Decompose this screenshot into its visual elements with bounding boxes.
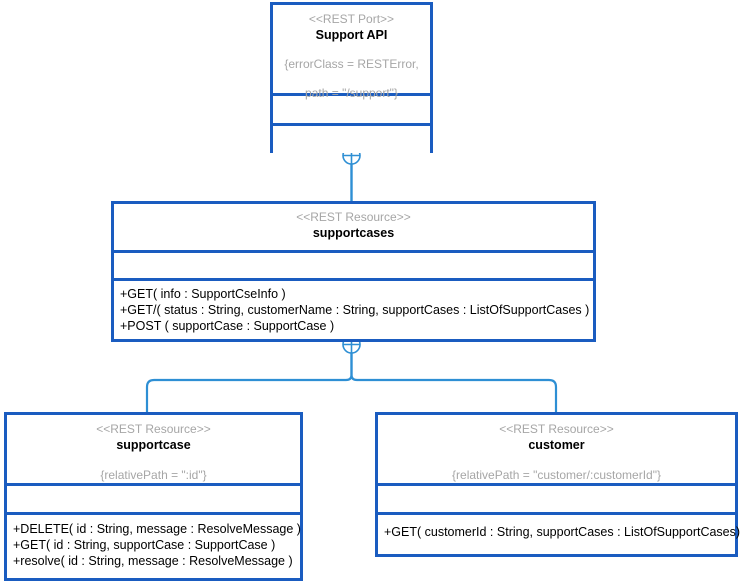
- class-constraint-line-1: {errorClass = RESTError,: [284, 57, 419, 71]
- class-attributes-compartment: [7, 483, 300, 512]
- operation-item: +resolve( id : String, message : Resolve…: [13, 554, 293, 568]
- class-name: Support API: [315, 28, 388, 42]
- operation-item: +GET/( status : String, customerName : S…: [120, 303, 590, 317]
- class-stereotype: <<REST Resource>>: [96, 422, 211, 436]
- class-header-compartment: <<REST Resource>> supportcase {relativeP…: [7, 415, 300, 483]
- class-stereotype: <<REST Resource>>: [499, 422, 614, 436]
- branch-to-supportcase: [145, 374, 353, 412]
- class-constraint: {relativePath = "customer/:customerId"}: [452, 468, 661, 482]
- class-stereotype: <<REST Resource>>: [296, 210, 411, 224]
- class-constraint-line-2: path = "/support"}: [305, 86, 398, 100]
- class-attributes-compartment: [378, 483, 735, 512]
- operation-item: +GET( id : String, supportCase : Support…: [13, 538, 276, 552]
- class-name: supportcases: [312, 226, 395, 240]
- class-name: customer: [528, 438, 585, 452]
- branch-to-customer: [350, 374, 558, 412]
- operation-item: +GET( info : SupportCseInfo ): [120, 287, 286, 301]
- class-header-compartment: <<REST Resource>> customer {relativePath…: [378, 415, 735, 483]
- operation-item: +GET( customerId : String, supportCases …: [384, 525, 741, 539]
- class-name: supportcase: [116, 438, 191, 452]
- connector-supportcases-to-children: [145, 335, 558, 412]
- class-header-compartment: <<REST Resource>> supportcases: [114, 204, 593, 250]
- class-attributes-compartment: [273, 93, 430, 123]
- class-attributes-compartment: [114, 250, 593, 278]
- class-operations-compartment: +GET( info : SupportCseInfo ) +GET/( sta…: [114, 278, 593, 339]
- operation-item: +POST ( supportCase : SupportCase ): [120, 319, 335, 333]
- operation-item: +DELETE( id : String, message : ResolveM…: [13, 522, 301, 536]
- uml-class-support-api[interactable]: <<REST Port>> Support API {errorClass = …: [270, 2, 433, 153]
- class-stereotype: <<REST Port>>: [308, 12, 395, 26]
- class-operations-compartment: +GET( customerId : String, supportCases …: [378, 512, 741, 554]
- uml-class-supportcases[interactable]: <<REST Resource>> supportcases +GET( inf…: [111, 201, 596, 342]
- class-header-compartment: <<REST Port>> Support API {errorClass = …: [273, 5, 430, 100]
- class-operations-compartment: +DELETE( id : String, message : ResolveM…: [7, 512, 301, 578]
- uml-class-customer[interactable]: <<REST Resource>> customer {relativePath…: [375, 412, 741, 557]
- connector-support-api-to-supportcases: [342, 146, 361, 201]
- uml-class-supportcase[interactable]: <<REST Resource>> supportcase {relativeP…: [4, 412, 303, 581]
- class-operations-compartment: [273, 123, 430, 153]
- class-constraint: {relativePath = ":id"}: [100, 468, 207, 482]
